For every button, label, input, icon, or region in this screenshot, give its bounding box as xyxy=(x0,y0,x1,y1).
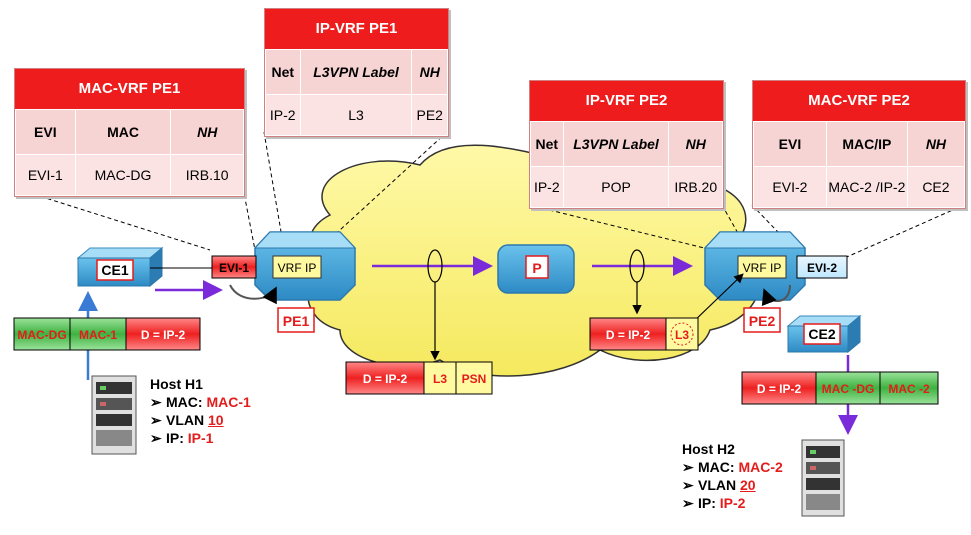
cell-nh: CE2 xyxy=(906,166,966,208)
cell-mac: MAC-DG xyxy=(74,154,172,196)
col-l3vpn-label: L3VPN Label xyxy=(299,49,413,95)
col-mac: MAC xyxy=(74,109,172,155)
host-h2-mac-line: ➢MAC: MAC-2 xyxy=(682,459,783,475)
svg-text:MAC -2: MAC -2 xyxy=(888,382,930,396)
pe1-vrf-ip: VRF IP xyxy=(278,261,317,275)
pe2-frame: D = IP-2 L3 xyxy=(589,317,699,351)
h2-server-icon xyxy=(801,439,845,517)
col-l3vpn-label: L3VPN Label xyxy=(562,121,670,167)
pe2-vrf-ip: VRF IP xyxy=(743,261,782,275)
mac-vrf-pe2-title: MAC-VRF PE2 xyxy=(753,81,965,121)
bullet-arrow-icon: ➢ xyxy=(150,412,162,428)
host-h1-vlan-line: ➢VLAN 10 xyxy=(150,412,224,428)
tunnel-markers xyxy=(427,249,744,361)
evi1-label: EVI-1 xyxy=(219,261,249,275)
host-h1-ip-line: ➢IP: IP-1 xyxy=(150,430,214,446)
col-nh: NH xyxy=(170,109,244,155)
col-nh: NH xyxy=(906,121,966,167)
mac-vrf-pe2-table: MAC-VRF PE2 EVI MAC/IP NH EVI-2 MAC-2 /I… xyxy=(752,80,966,209)
cell-net: IP-2 xyxy=(530,166,564,208)
pe1-label: PE1 xyxy=(283,313,310,329)
host-h2-info: Host H2 ➢MAC: MAC-2 ➢VLAN 20 ➢IP: IP-2 xyxy=(682,440,783,512)
host-h1-title: Host H1 xyxy=(150,376,203,392)
ce1-label: CE1 xyxy=(101,262,128,278)
bullet-arrow-icon: ➢ xyxy=(150,394,162,410)
evi2-label: EVI-2 xyxy=(807,261,837,275)
col-evi: EVI xyxy=(753,121,827,167)
svg-text:D = IP-2: D = IP-2 xyxy=(606,328,651,342)
svg-text:MAC -DG: MAC -DG xyxy=(822,382,875,396)
cell-mac-ip: MAC-2 /IP-2 xyxy=(825,166,908,208)
bullet-arrow-icon: ➢ xyxy=(682,477,694,493)
col-mac-ip: MAC/IP xyxy=(825,121,908,167)
h2-frame: D = IP-2 MAC -DG MAC -2 xyxy=(741,371,939,405)
pe2-router: VRF IP EVI-2 PE2 xyxy=(703,231,848,333)
svg-text:MAC-1: MAC-1 xyxy=(79,328,117,342)
p-router: P xyxy=(497,244,575,294)
col-nh: NH xyxy=(411,49,448,95)
cell-evi: EVI-1 xyxy=(15,154,76,196)
cell-label: POP xyxy=(562,166,670,208)
svg-text:D = IP-2: D = IP-2 xyxy=(141,328,186,342)
host-h2-vlan-line: ➢VLAN 20 xyxy=(682,477,756,493)
core-frame: D = IP-2 L3 PSN xyxy=(345,361,493,395)
ce2-label: CE2 xyxy=(808,326,835,342)
pe1-router: VRF IP EVI-1 PE1 xyxy=(211,231,357,333)
cell-nh: IRB.20 xyxy=(668,166,723,208)
svg-text:D = IP-2: D = IP-2 xyxy=(363,372,408,386)
col-net: Net xyxy=(530,121,564,167)
cell-evi: EVI-2 xyxy=(753,166,827,208)
mac-vrf-pe1-title: MAC-VRF PE1 xyxy=(15,69,244,109)
bullet-arrow-icon: ➢ xyxy=(150,430,162,446)
ce2-switch: CE2 xyxy=(786,314,862,354)
pe2-label: PE2 xyxy=(749,313,776,329)
host-h2-title: Host H2 xyxy=(682,441,735,457)
ip-vrf-pe2-table: IP-VRF PE2 Net L3VPN Label NH IP-2 POP I… xyxy=(529,80,724,209)
svg-text:D = IP-2: D = IP-2 xyxy=(757,382,802,396)
p-label: P xyxy=(532,260,541,276)
col-net: Net xyxy=(265,49,301,95)
svg-text:MAC-DG: MAC-DG xyxy=(17,328,66,342)
bullet-arrow-icon: ➢ xyxy=(682,459,694,475)
bullet-arrow-icon: ➢ xyxy=(682,495,694,511)
host-h1-info: Host H1 ➢MAC: MAC-1 ➢VLAN 10 ➢IP: IP-1 xyxy=(150,375,251,447)
ip-vrf-pe1-table: IP-VRF PE1 Net L3VPN Label NH IP-2 L3 PE… xyxy=(264,8,449,137)
mac-vrf-pe1-table: MAC-VRF PE1 EVI MAC NH EVI-1 MAC-DG IRB.… xyxy=(14,68,245,197)
col-evi: EVI xyxy=(15,109,76,155)
ip-vrf-pe1-title: IP-VRF PE1 xyxy=(265,9,448,49)
cell-net: IP-2 xyxy=(265,94,301,136)
host-h1-mac-line: ➢MAC: MAC-1 xyxy=(150,394,251,410)
ce1-switch: CE1 xyxy=(76,246,164,288)
svg-text:L3: L3 xyxy=(433,372,447,386)
cell-label: L3 xyxy=(299,94,413,136)
h1-server-icon xyxy=(91,375,137,455)
ip-vrf-pe2-title: IP-VRF PE2 xyxy=(530,81,723,121)
cell-nh: PE2 xyxy=(411,94,448,136)
svg-text:L3: L3 xyxy=(675,328,689,342)
svg-text:PSN: PSN xyxy=(462,372,487,386)
cell-nh: IRB.10 xyxy=(170,154,244,196)
h1-frame: MAC-DG MAC-1 D = IP-2 xyxy=(13,317,201,351)
host-h2-ip-line: ➢IP: IP-2 xyxy=(682,495,746,511)
col-nh: NH xyxy=(668,121,723,167)
